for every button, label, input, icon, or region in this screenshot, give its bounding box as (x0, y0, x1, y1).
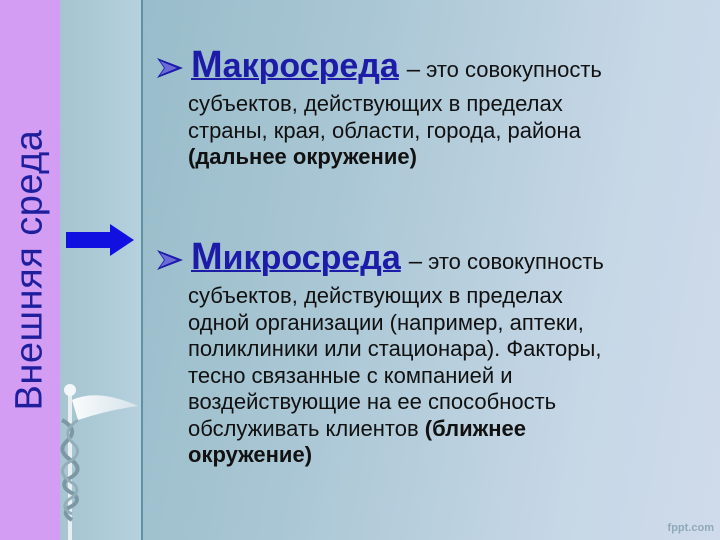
sidebar-strip (60, 0, 141, 540)
dash: – (408, 248, 423, 275)
bold-note: (дальнее окружение) (188, 144, 417, 169)
definition-lead: это совокупность (426, 57, 602, 82)
vertical-divider (141, 0, 143, 540)
arrow-right-icon (66, 224, 134, 256)
definition-lead: это совокупность (428, 249, 604, 274)
bold-note: (ближнее (424, 415, 527, 441)
term-macro: Макросреда (191, 44, 399, 86)
dash: – (406, 56, 421, 83)
definition-body: субъектов, действующих в пределах страны… (188, 91, 581, 169)
arrowhead-bullet-icon (157, 58, 183, 78)
watermark: fppt.com (667, 522, 714, 534)
term-micro: Микросреда (191, 236, 401, 278)
sidebar-purple-band (0, 0, 60, 540)
arrowhead-bullet-icon (157, 250, 183, 270)
item-micro-environment: Микросреда – это совокупность субъектов,… (155, 236, 715, 469)
definition-body: субъектов, действующих в пределах одной … (188, 283, 602, 467)
caduceus-icon (60, 384, 138, 540)
section-title-vertical: Внешняя среда (8, 129, 51, 411)
item-macro-environment: Макросреда – это совокупность субъектов,… (155, 44, 715, 171)
bold-note: окружение) (188, 442, 313, 467)
